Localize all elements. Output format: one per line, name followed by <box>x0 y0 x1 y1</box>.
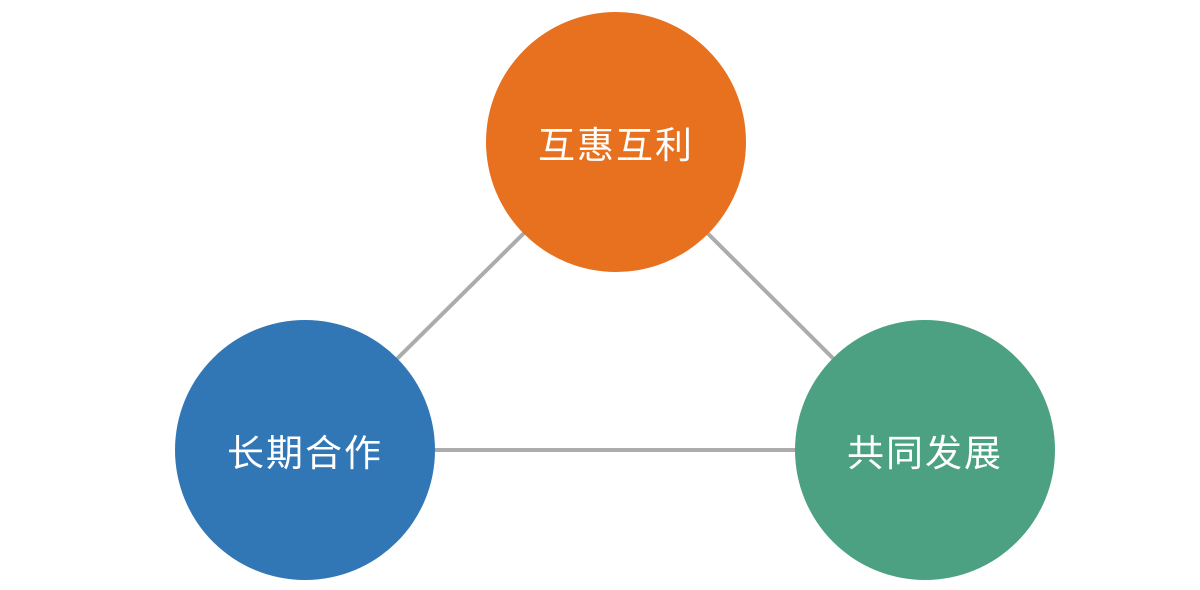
node-mutual-benefit[interactable]: 互惠互利 <box>486 12 746 272</box>
node-long-term-cooperation-label: 长期合作 <box>227 433 383 474</box>
node-common-development[interactable]: 共同发展 <box>795 320 1055 580</box>
node-long-term-cooperation[interactable]: 长期合作 <box>175 320 435 580</box>
node-mutual-benefit-label: 互惠互利 <box>538 125 694 166</box>
node-common-development-label: 共同发展 <box>847 433 1003 474</box>
